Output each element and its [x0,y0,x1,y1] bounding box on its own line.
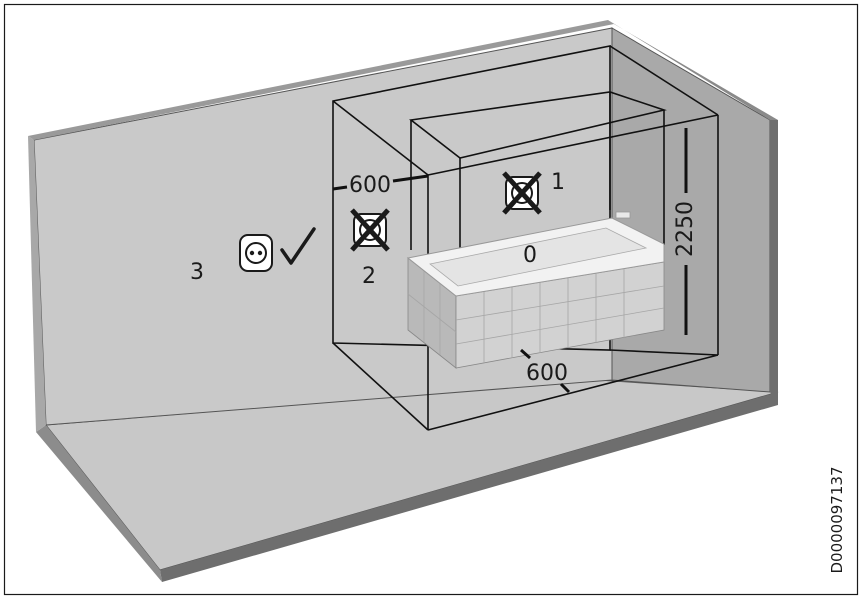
zone-3-socket-outlet-icon [239,234,273,272]
floor-slab-left [36,425,162,582]
back-wall-top-edge [28,20,614,140]
zone-3-checkmark-icon [280,227,316,265]
zone-2-near-edge [332,100,429,176]
zone-2-volume [332,45,719,431]
zone-label-2: 2 [362,264,376,289]
zone-2-bottom-right-edge [609,349,719,356]
dim-label-bottom-600: 600 [526,361,568,386]
zone-label-3: 3 [190,260,204,285]
bathtub-faucet [615,211,631,219]
zone-2-floor-edge [332,342,429,431]
dim-bottom-upper [520,348,531,360]
dim-bottom-lower [559,382,571,394]
dimension-lines [332,128,688,394]
zone-2-top-right-edge [609,45,719,116]
bathtub [406,211,665,369]
zone-2-socket-prohibited-icon [350,208,390,252]
zone-label-1: 1 [551,170,565,195]
dim-top-left-segment [332,185,348,191]
zone-1-socket-prohibited-icon [502,171,542,215]
reference-code: D0000097137 [828,467,846,574]
zone-1-crossbar [427,114,719,176]
back-wall-left-edge [28,136,46,432]
zone-2-front-bottom [427,354,719,431]
dim-label-vertical-2250: 2250 [673,201,698,257]
bathtub-basin [429,227,648,287]
bathtub-tiles [407,268,665,363]
dim-label-top-600: 600 [349,173,391,198]
floor-slab-front [160,392,778,582]
dim-top-right-segment [392,174,429,183]
right-wall-end [770,120,778,405]
zone-label-0: 0 [523,243,537,268]
